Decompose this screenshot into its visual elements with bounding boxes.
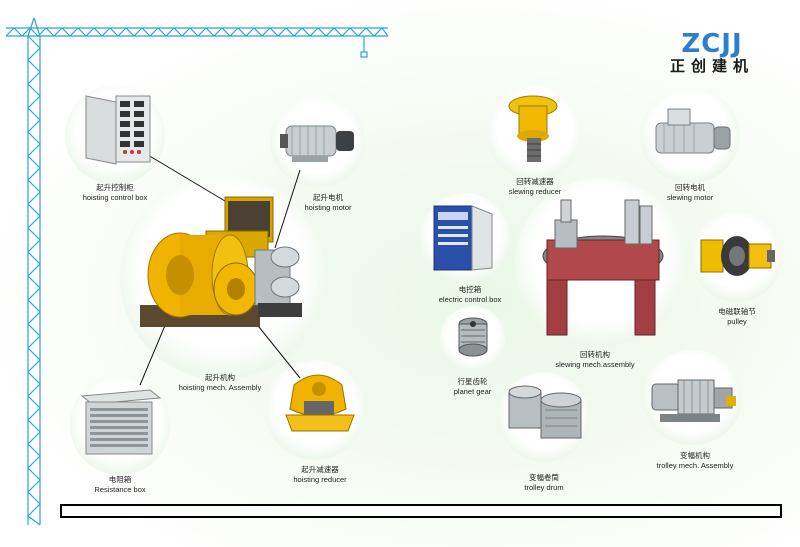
label-en: hoisting reducer xyxy=(293,475,347,484)
planet-gear-image xyxy=(458,317,488,357)
label-cn: 回转减速器 xyxy=(516,177,554,186)
caption-slewing-motor: 回转电机 slewing motor xyxy=(640,183,740,203)
label-en: trolley drum xyxy=(524,483,564,492)
trolley-drum-image xyxy=(508,385,582,439)
pulley-image xyxy=(700,236,775,276)
slewing-motor-image xyxy=(655,108,731,154)
label-cn: 电磁联轴节 xyxy=(718,307,756,316)
caption-trolley-mech: 变幅机构 trolley mech. Assembly xyxy=(640,451,750,471)
hoisting-control-box-image xyxy=(85,95,151,165)
label-en: hoisting control box xyxy=(82,193,148,202)
hoisting-reducer-image xyxy=(285,374,355,432)
electric-control-box-image xyxy=(433,205,493,271)
caption-slewing-mech: 回转机构 slewing mech.assembly xyxy=(540,350,650,370)
label-en: slewing reducer xyxy=(508,187,562,196)
label-cn: 回转机构 xyxy=(580,350,610,359)
label-cn: 电阻箱 xyxy=(108,475,132,484)
brand-chinese: 正创建机 xyxy=(669,58,754,75)
label-en: hoisting motor xyxy=(304,203,352,212)
brand-latin: ZCJJ xyxy=(681,29,743,59)
slewing-mech-assembly-image xyxy=(542,199,664,336)
label-cn: 变幅卷筒 xyxy=(529,473,559,482)
label-cn: 回转电机 xyxy=(675,183,705,192)
caption-electric-control-box: 电控箱 electric control box xyxy=(420,285,520,305)
caption-resistance-box: 电阻箱 Resistance box xyxy=(75,475,165,495)
caption-planet-gear: 行星齿轮 planet gear xyxy=(435,377,510,397)
caption-hoisting-control-box: 起升控制柜 hoisting control box xyxy=(70,183,160,203)
caption-hoisting-mech: 起升机构 hoisting mech. Assembly xyxy=(160,373,280,393)
resistance-box-image xyxy=(80,389,162,455)
label-cn: 行星齿轮 xyxy=(457,377,488,386)
slewing-reducer-image xyxy=(508,95,558,162)
label-cn: 起升机构 xyxy=(205,373,235,382)
label-en: trolley mech. Assembly xyxy=(656,461,734,470)
label-cn: 电控箱 xyxy=(458,285,482,294)
caption-hoisting-motor: 起升电机 hoisting motor xyxy=(278,193,378,213)
label-cn: 起升电机 xyxy=(313,193,343,202)
caption-slewing-reducer: 回转减速器 slewing reducer xyxy=(485,177,585,197)
caption-trolley-drum: 变幅卷筒 trolley drum xyxy=(498,473,590,493)
label-cn: 起升控制柜 xyxy=(96,183,134,192)
label-en: pulley xyxy=(727,317,747,326)
label-en: Resistance box xyxy=(94,485,146,494)
label-en: hoisting mech. Assembly xyxy=(178,383,262,392)
label-en: electric control box xyxy=(438,295,502,304)
label-cn: 起升减速器 xyxy=(301,465,339,474)
caption-pulley: 电磁联轴节 pulley xyxy=(692,307,782,327)
hoisting-mech-assembly-image xyxy=(140,196,302,327)
label-en: planet gear xyxy=(453,387,492,396)
caption-hoisting-reducer: 起升减速器 hoisting reducer xyxy=(275,465,365,485)
label-en: slewing motor xyxy=(666,193,714,202)
label-en: slewing mech.assembly xyxy=(555,360,635,369)
bottom-bar xyxy=(60,504,782,518)
brand-logo: ZCJJ 正创建机 xyxy=(662,30,762,76)
label-cn: 变幅机构 xyxy=(680,451,710,460)
hoisting-motor-image xyxy=(280,125,354,162)
trolley-mech-assembly-image xyxy=(651,379,736,422)
